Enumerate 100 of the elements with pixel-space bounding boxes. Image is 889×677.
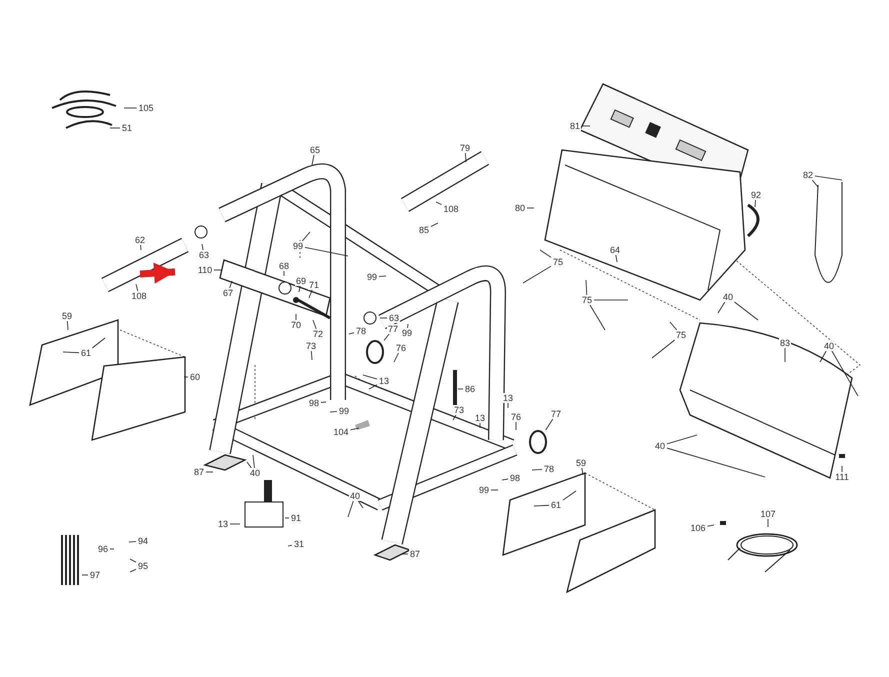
callout-number: 40 bbox=[249, 468, 261, 478]
callout-number: 94 bbox=[137, 536, 149, 546]
callout-number: 76 bbox=[395, 343, 407, 353]
leader-line bbox=[130, 568, 136, 572]
leader-line bbox=[348, 332, 354, 334]
leader-line bbox=[358, 500, 364, 508]
callout-number: 77 bbox=[387, 324, 399, 334]
callout-number: 99 bbox=[366, 272, 378, 282]
callout-number: 73 bbox=[305, 341, 317, 351]
callout-number: 77 bbox=[550, 409, 562, 419]
callout-number: 99 bbox=[401, 328, 413, 338]
callout-number: 86 bbox=[464, 384, 476, 394]
callout-number: 79 bbox=[459, 143, 471, 153]
leader-line bbox=[384, 334, 390, 341]
callout-number: 71 bbox=[308, 280, 320, 290]
callout-number: 61 bbox=[550, 500, 562, 510]
leader-line bbox=[812, 180, 818, 188]
leader-line bbox=[66, 320, 68, 330]
callout-number: 108 bbox=[130, 291, 148, 301]
callout-number: 67 bbox=[222, 288, 234, 298]
leader-line bbox=[330, 411, 338, 412]
callout-number: 65 bbox=[309, 145, 321, 155]
leader-line bbox=[302, 232, 310, 242]
callout-number: 75 bbox=[552, 257, 564, 267]
callout-number: 68 bbox=[278, 261, 290, 271]
callout-number: 83 bbox=[779, 338, 791, 348]
leader-line bbox=[502, 478, 508, 480]
callout-number: 31 bbox=[293, 539, 305, 549]
leader-line bbox=[368, 384, 378, 390]
leader-line bbox=[581, 468, 584, 476]
leader-line bbox=[62, 352, 80, 354]
callout-number: 97 bbox=[89, 570, 101, 580]
leader-line bbox=[532, 469, 542, 470]
callout-number: 64 bbox=[609, 245, 621, 255]
leader-line bbox=[308, 290, 312, 298]
leader-line bbox=[252, 454, 255, 468]
callout-number: 99 bbox=[292, 241, 304, 251]
leader-line bbox=[734, 302, 758, 320]
leader-line bbox=[229, 280, 232, 288]
leader-line bbox=[814, 176, 842, 180]
leader-line bbox=[312, 154, 314, 166]
leader-line bbox=[820, 350, 827, 362]
callout-number: 13 bbox=[502, 393, 514, 403]
leader-line bbox=[590, 304, 606, 330]
leader-line bbox=[202, 244, 204, 250]
wheel-drawing bbox=[366, 340, 384, 364]
pointer-arrow bbox=[140, 262, 176, 284]
leader-line bbox=[784, 348, 786, 362]
callout-number: 78 bbox=[355, 326, 367, 336]
leader-line bbox=[545, 418, 554, 430]
callout-number: 59 bbox=[61, 311, 73, 321]
callout-number: 51 bbox=[121, 123, 133, 133]
leader-line bbox=[754, 200, 756, 208]
callout-number: 40 bbox=[722, 292, 734, 302]
leader-line bbox=[615, 254, 618, 262]
leader-line bbox=[184, 376, 188, 378]
callout-number: 40 bbox=[349, 491, 361, 501]
leader-line bbox=[348, 500, 354, 518]
callout-number: 106 bbox=[689, 523, 707, 533]
leader-line bbox=[350, 428, 360, 430]
callout-number: 87 bbox=[193, 467, 205, 477]
leader-line bbox=[652, 340, 676, 358]
callout-number: 108 bbox=[442, 204, 460, 214]
leader-line bbox=[666, 448, 766, 478]
callout-number: 63 bbox=[198, 250, 210, 260]
leader-line bbox=[718, 302, 726, 314]
leader-line bbox=[246, 462, 252, 468]
callout-number: 70 bbox=[290, 320, 302, 330]
callout-number: 82 bbox=[802, 170, 814, 180]
callout-number: 13 bbox=[474, 413, 486, 423]
callout-number: 72 bbox=[312, 329, 324, 339]
leader-line bbox=[378, 276, 386, 277]
callout-number: 110 bbox=[196, 265, 214, 275]
leader-line bbox=[110, 548, 114, 550]
leader-line bbox=[310, 350, 312, 360]
callout-number: 75 bbox=[581, 295, 593, 305]
leader-line bbox=[522, 266, 552, 284]
wheel-drawing bbox=[529, 430, 547, 454]
callout-number: 80 bbox=[514, 203, 526, 213]
leader-line bbox=[670, 322, 678, 330]
callout-number: 111 bbox=[834, 472, 850, 482]
callout-number: 75 bbox=[675, 330, 687, 340]
callout-number: 69 bbox=[295, 276, 307, 286]
leader-line bbox=[707, 524, 714, 527]
callout-number: 62 bbox=[134, 235, 146, 245]
callout-number: 73 bbox=[453, 405, 465, 415]
callout-number: 63 bbox=[388, 313, 400, 323]
leader-line bbox=[92, 338, 106, 348]
callout-number: 76 bbox=[510, 412, 522, 422]
leader-line bbox=[430, 222, 438, 227]
leader-line bbox=[407, 324, 408, 328]
leader-line bbox=[128, 541, 136, 542]
leader-line bbox=[362, 374, 378, 380]
callout-number: 96 bbox=[97, 544, 109, 554]
leader-line bbox=[130, 558, 136, 563]
callout-number: 78 bbox=[543, 464, 555, 474]
callout-number: 98 bbox=[509, 473, 521, 483]
leader-line bbox=[666, 434, 698, 444]
callout-number: 13 bbox=[378, 376, 390, 386]
callout-number: 91 bbox=[290, 513, 302, 523]
